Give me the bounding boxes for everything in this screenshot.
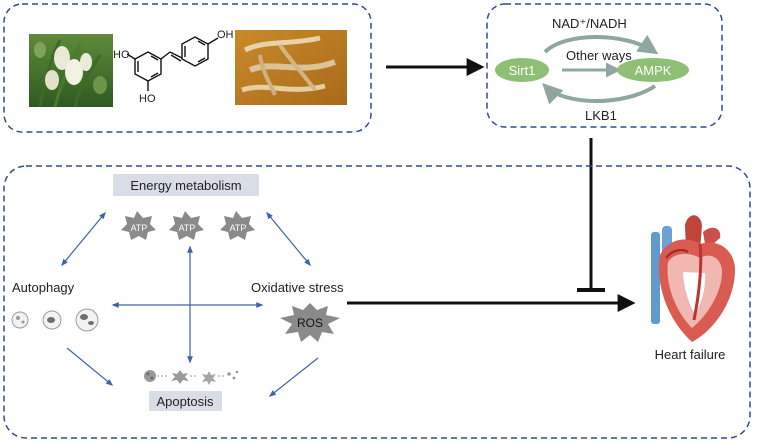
apoptosis-icon-group	[144, 370, 239, 385]
atp-star-icon	[220, 211, 255, 240]
autophagy-label: Autophagy	[12, 280, 75, 295]
apoptotic-cell-icon	[144, 370, 156, 382]
mechanism-panel	[3, 165, 751, 439]
plant-photo	[29, 34, 113, 108]
apoptotic-cell-icon	[202, 371, 216, 385]
chemical-structure	[126, 36, 219, 91]
apoptosis-box	[149, 391, 222, 411]
ampk-node	[617, 58, 689, 82]
autophagy-apoptosis-arrow	[66, 347, 114, 386]
energy-oxidative-arrow	[266, 211, 311, 267]
cofactor-label: NAD⁺/NADH	[552, 16, 627, 31]
heart-icon	[651, 215, 735, 342]
atp-label: ATP	[179, 223, 196, 233]
apoptotic-cell-icon	[171, 370, 189, 384]
lkb1-arrow	[542, 83, 657, 105]
ros-burst-icon	[280, 303, 340, 342]
sirt1-node	[495, 58, 549, 82]
compound-panel	[3, 3, 372, 133]
ampk-label: AMPK	[635, 63, 672, 78]
pathway-panel	[486, 3, 723, 128]
hydroxyl-label-top: OH	[217, 29, 234, 41]
lkb1-label: LKB1	[585, 108, 617, 123]
ros-label: ROS	[297, 316, 323, 330]
atp-icon-group: ATP ATP ATP	[121, 211, 255, 240]
oxidative-stress-label: Oxidative stress	[251, 280, 344, 295]
energy-metabolism-label: Energy metabolism	[130, 178, 241, 193]
hydroxyl-label-left: HO	[113, 49, 130, 61]
other-ways-label: Other ways	[566, 48, 632, 63]
sirt1-label: Sirt1	[509, 63, 536, 78]
hydroxyl-label-bottom: HO	[139, 93, 156, 105]
energy-autophagy-arrow	[61, 211, 106, 267]
heart-failure-label: Heart failure	[655, 347, 726, 362]
autophagy-icon-group	[11, 308, 99, 332]
cofactor-arrow	[543, 34, 659, 55]
apoptotic-body-icon	[227, 372, 231, 376]
atp-star-icon	[121, 211, 156, 240]
apoptosis-label: Apoptosis	[156, 394, 214, 409]
atp-label: ATP	[131, 223, 148, 233]
root-photo	[235, 30, 347, 105]
atp-label: ATP	[230, 223, 247, 233]
energy-metabolism-box	[113, 174, 259, 196]
autophagosome-icon	[11, 311, 29, 329]
autophagosome-icon	[75, 308, 99, 332]
oxidative-apoptosis-arrow	[268, 357, 319, 397]
atp-star-icon	[169, 211, 204, 240]
